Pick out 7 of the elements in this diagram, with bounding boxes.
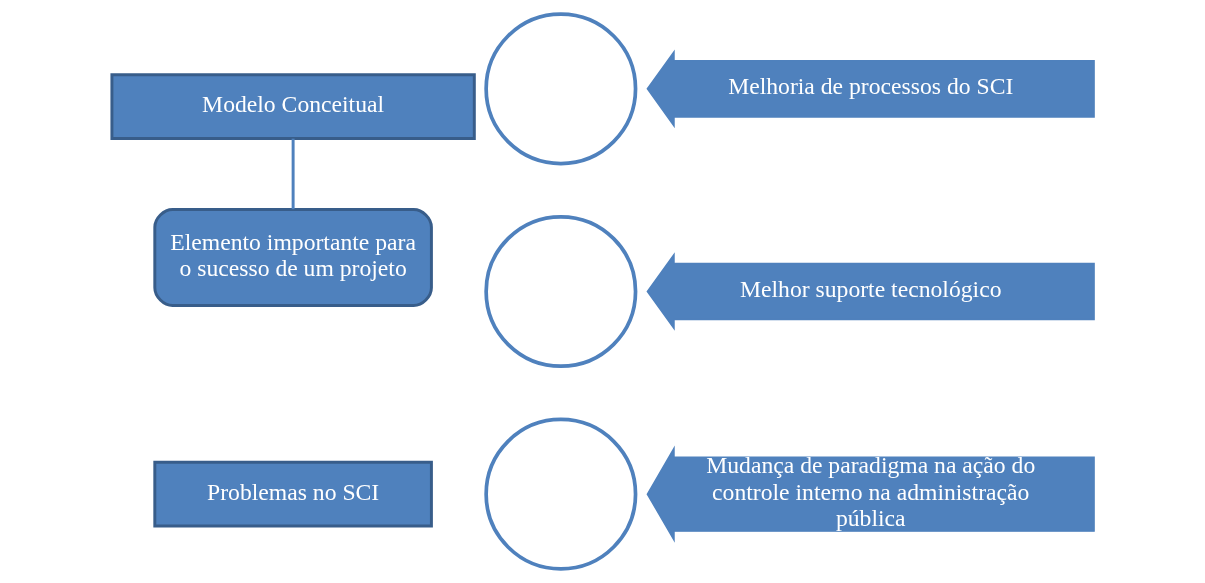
node-box: Modelo Conceitual <box>109 73 476 140</box>
node-circle <box>483 214 637 369</box>
node-box: Problemas no SCI <box>152 460 433 528</box>
node-box: Elemento importante para o sucesso de um projeto <box>152 207 433 308</box>
connector <box>291 138 295 210</box>
node-circle <box>483 12 637 166</box>
node-circle <box>483 417 637 571</box>
